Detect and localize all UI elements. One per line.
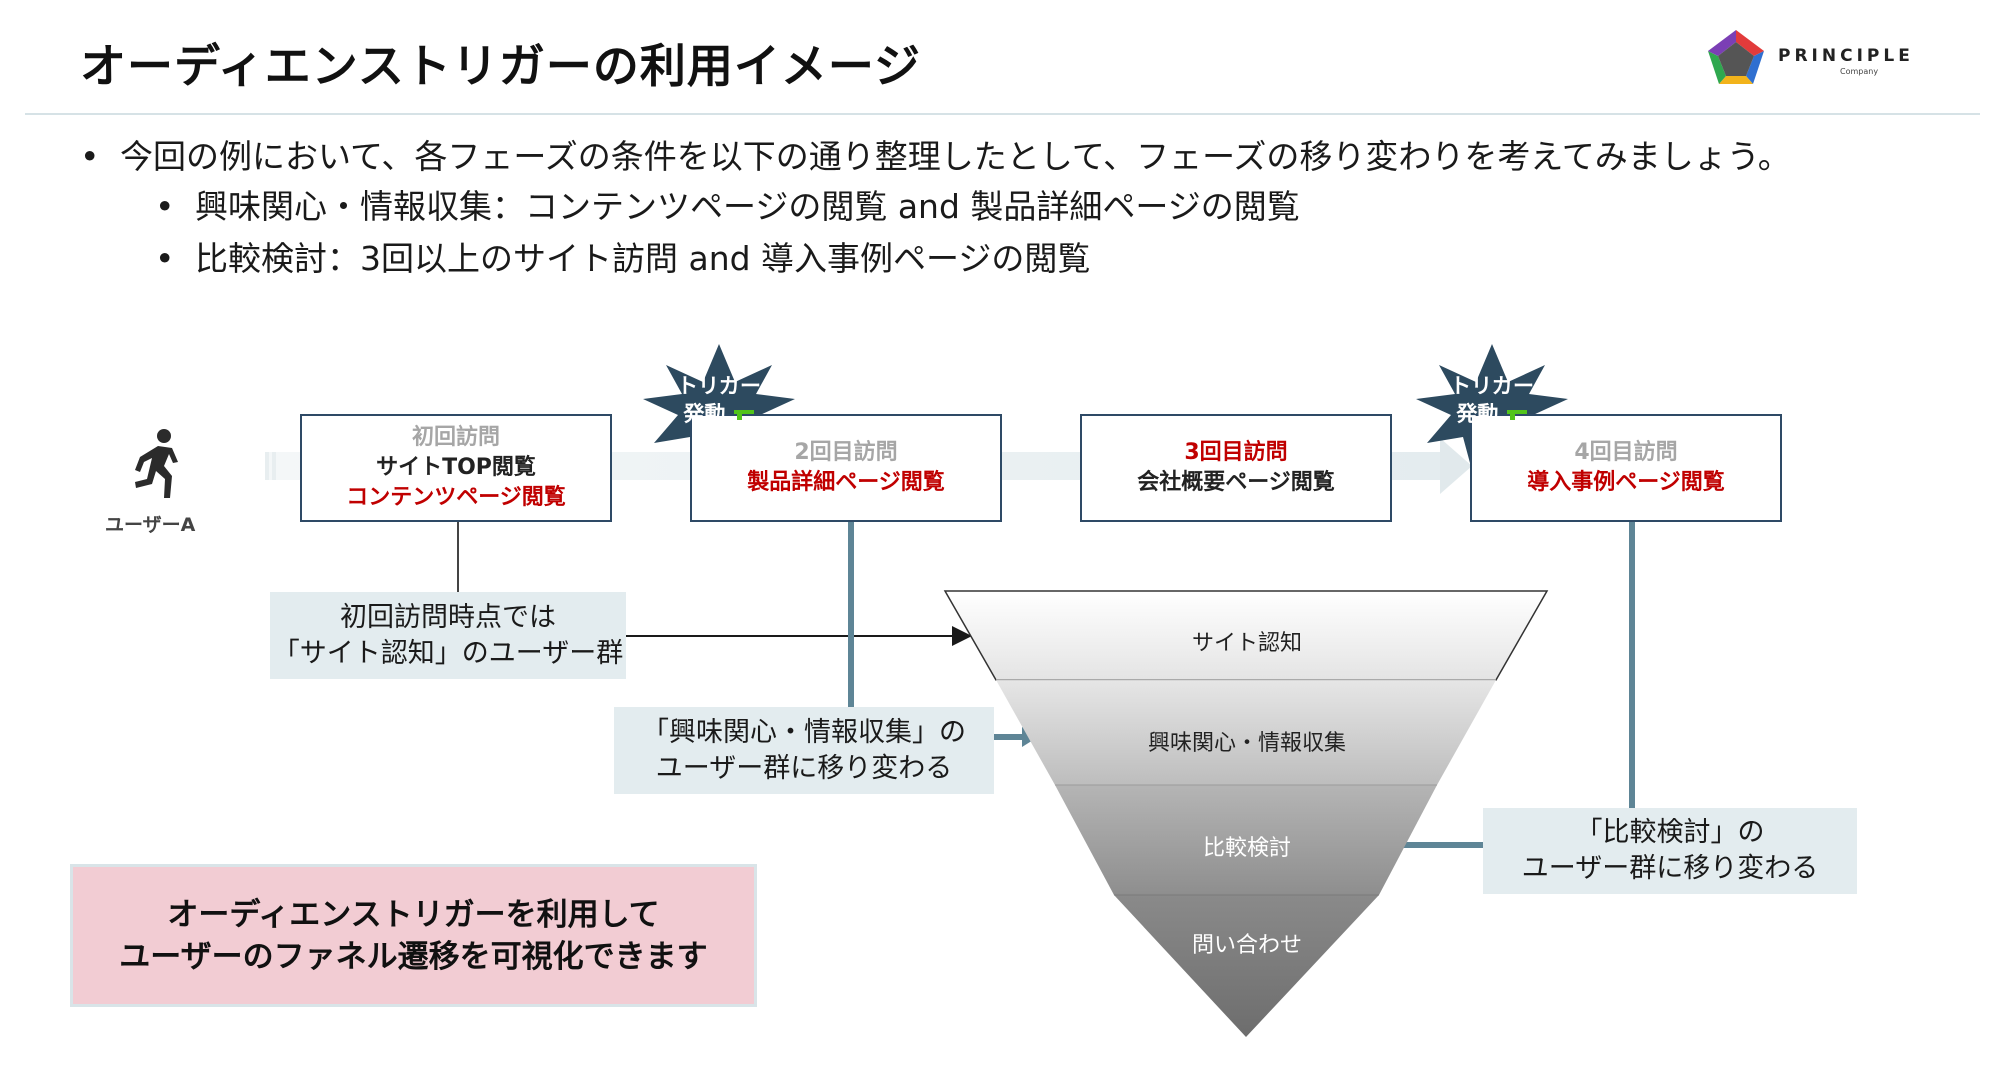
visit-2-title: 2回目訪問: [794, 440, 898, 465]
funnel-stage-interest: [996, 680, 1496, 785]
trigger-2-line1: トリガー: [1450, 374, 1534, 398]
user-label: ユーザーA: [105, 514, 196, 536]
conclusion-line2: ユーザーのファネル遷移を可視化できます: [119, 938, 708, 975]
funnel-stage-inquiry: [1114, 895, 1379, 1037]
trigger-2-line2: 発動: [1456, 402, 1499, 426]
conclusion-line1: オーディエンストリガーを利用して: [167, 896, 660, 933]
bullet-main: • 今回の例において、各フェーズの条件を以下の通り整理したとして、フェーズの移り変…: [80, 130, 1791, 178]
callout-interest: 「興味関心・情報収集」の ユーザー群に移り変わる: [614, 707, 994, 794]
visit-4-line1: 導入事例ページ閲覧: [1527, 470, 1725, 495]
visit-3-line1: 会社概要ページ閲覧: [1137, 470, 1335, 495]
trigger-gun-icon: [1506, 410, 1527, 420]
funnel-label-comparison: 比較検討: [1202, 836, 1291, 861]
principle-logo-icon: [1708, 30, 1764, 84]
funnel-stage-comparison: [1055, 785, 1437, 895]
trigger-gun-icon: [733, 410, 754, 420]
bullet-main-text: 今回の例において、各フェーズの条件を以下の通り整理したとして、フェーズの移り変わ…: [120, 137, 1791, 176]
visit-1-title: 初回訪問: [411, 425, 500, 450]
trigger-label-2: トリガー 発動: [1432, 372, 1552, 428]
bullet-marker: •: [80, 137, 100, 176]
visit-4-title: 4回目訪問: [1574, 440, 1678, 465]
visit-3-title: 3回目訪問: [1184, 440, 1288, 465]
visit-box-3: 3回目訪問 会社概要ページ閲覧: [1080, 414, 1392, 522]
callout-1-line1: 初回訪問時点では: [340, 601, 556, 633]
funnel-label-interest: 興味関心・情報収集: [1147, 731, 1346, 756]
visit-1-line2: コンテンツページ閲覧: [346, 485, 566, 510]
callout-1-line2: 「サイト認知」のユーザー群: [272, 637, 624, 669]
running-person-icon: [135, 429, 178, 498]
logo-wordmark: PRINCIPLE: [1778, 46, 1914, 66]
conclusion-box: オーディエンストリガーを利用して ユーザーのファネル遷移を可視化できます: [70, 864, 757, 1007]
callout-comparison: 「比較検討」の ユーザー群に移り変わる: [1483, 808, 1857, 894]
visit-box-2: 2回目訪問 製品詳細ページ閲覧: [690, 414, 1002, 522]
callout-site-awareness: 初回訪問時点では 「サイト認知」のユーザー群: [270, 592, 626, 679]
visit-box-4: 4回目訪問 導入事例ページ閲覧: [1470, 414, 1782, 522]
trigger-label-1: トリガー 発動: [659, 372, 779, 428]
bullet-sub-2-text: 比較検討：3回以上のサイト訪問 and 導入事例ページの閲覧: [195, 239, 1091, 278]
callout-3-line2: ユーザー群に移り変わる: [1521, 853, 1819, 884]
callout-2-line1: 「興味関心・情報収集」の: [642, 716, 966, 748]
bullet-sub-2: • 比較検討：3回以上のサイト訪問 and 導入事例ページの閲覧: [155, 232, 1090, 280]
callout-3-line1: 「比較検討」の: [1575, 817, 1765, 848]
bullet-sub-1: • 興味関心・情報収集：コンテンツページの閲覧 and 製品詳細ページの閲覧: [155, 180, 1300, 228]
bullet-marker: •: [155, 187, 175, 226]
funnel-label-awareness: サイト認知: [1191, 631, 1302, 656]
visit-box-1: 初回訪問 サイトTOP閲覧 コンテンツページ閲覧: [300, 414, 612, 522]
trigger-1-line2: 発動: [683, 402, 726, 426]
funnel-label-inquiry: 問い合わせ: [1191, 933, 1302, 958]
visit-2-line1: 製品詳細ページ閲覧: [747, 470, 945, 495]
logo-subtext: Company: [1840, 67, 1879, 76]
funnel: [943, 590, 1549, 1037]
bullet-sub-1-text: 興味関心・情報収集：コンテンツページの閲覧 and 製品詳細ページの閲覧: [195, 187, 1300, 226]
page-title: オーディエンストリガーの利用イメージ: [80, 39, 921, 93]
visit-1-line1: サイトTOP閲覧: [376, 455, 536, 480]
bullet-marker: •: [155, 239, 175, 278]
trigger-1-line1: トリガー: [677, 374, 761, 398]
connector-visit4: [1629, 522, 1635, 808]
title-divider: [25, 113, 1980, 115]
connector-visit2: [848, 522, 854, 708]
callout-2-line2: ユーザー群に移り変わる: [655, 752, 953, 784]
